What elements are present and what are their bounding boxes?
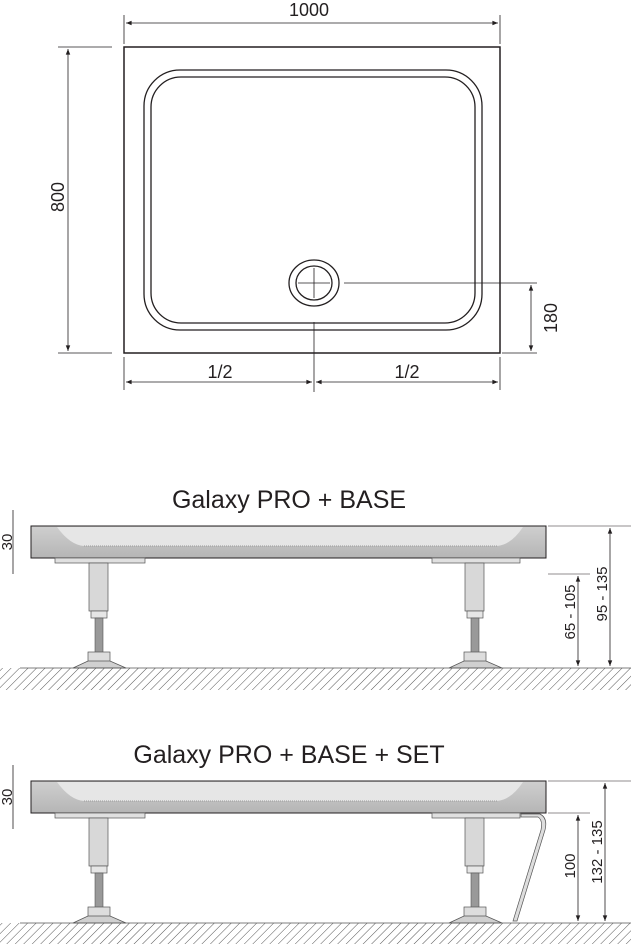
depth-dimension: 800 [48, 182, 68, 212]
floor-hatch [0, 668, 631, 690]
tray-outline [123, 46, 501, 354]
top-view: 1000 800 180 1/2 1/2 [48, 0, 561, 392]
side-view-set: Galaxy PRO + BASE + SET 30 100 [0, 741, 631, 944]
half-left-dimension: 1/2 [207, 362, 232, 382]
total-range-dimension: 132 - 135 [589, 820, 606, 883]
basin-inner [150, 76, 476, 324]
drain-icon [288, 259, 340, 307]
half-right-dimension: 1/2 [394, 362, 419, 382]
leg-left [54, 812, 146, 924]
tray-height-dimension: 30 [0, 789, 16, 806]
side-view-base: Galaxy PRO + BASE 30 65 - 10 [0, 486, 631, 690]
front-panel-clip [512, 813, 547, 922]
width-dimension: 1000 [289, 0, 329, 20]
leg-height-dimension: 100 [562, 853, 579, 878]
leg-right [431, 812, 521, 924]
leg-left [54, 557, 146, 669]
section-title: Galaxy PRO + BASE [172, 486, 406, 514]
leg-right [431, 557, 521, 669]
tray-height-dimension: 30 [0, 534, 16, 551]
drain-offset-dimension: 180 [541, 303, 561, 333]
section-title: Galaxy PRO + BASE + SET [133, 741, 444, 769]
basin-outer [143, 69, 483, 331]
total-range-dimension: 95 - 135 [594, 566, 611, 621]
leg-range-dimension: 65 - 105 [562, 584, 579, 639]
floor-hatch [0, 923, 631, 944]
